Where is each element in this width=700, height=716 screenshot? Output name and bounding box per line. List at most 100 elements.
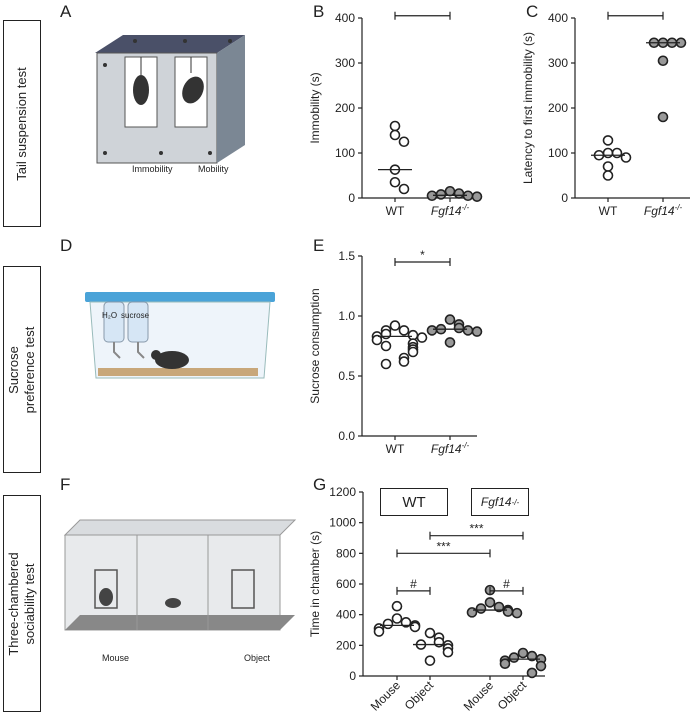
chamber-floor: [65, 615, 295, 630]
chart-g-data-point: [526, 667, 538, 679]
chart-g-significance-label: #: [410, 577, 417, 591]
panel-letter-e: E: [313, 236, 325, 255]
chart-g-data-point: [466, 607, 478, 618]
chart-g-data-point: [433, 636, 445, 648]
chart-g-category-label: Mouse: [461, 678, 497, 714]
chart-e-data-point: [444, 314, 456, 325]
chart-e-data-point: [471, 326, 483, 337]
object-chamber-caption: Object: [244, 653, 271, 663]
mouse-mobile-icon: [182, 76, 204, 104]
sociability-label-box: Three-chambered sociability test: [3, 495, 41, 712]
chart-b-y-tick-label: 400: [335, 11, 355, 25]
chart-e-y-axis-label: Sucrose consumption: [308, 288, 322, 403]
chamber-top: [63, 519, 297, 536]
chart-e-category-label: Fgf14-/-: [431, 441, 470, 456]
mouse-immobile-icon: [133, 75, 149, 105]
chart-e-data-point: [380, 328, 392, 340]
chart-c-y-tick-label: 400: [548, 11, 568, 25]
ko-legend-sup: -/-: [511, 497, 520, 507]
immobility-caption: Immobility: [132, 164, 173, 174]
chart-c-y-tick-label: 100: [548, 146, 568, 160]
chart-e-data-point: [371, 334, 383, 346]
chart-b-data-point: [453, 188, 465, 199]
chart-c-data-point: [602, 147, 614, 159]
chart-b-data-point: [398, 136, 410, 148]
chart-e-data-point: [426, 325, 438, 336]
tail-suspension-label-box: Tail suspension test: [3, 20, 41, 227]
chart-g-category-label: Mouse: [368, 678, 404, 714]
chart-g-data-point: [484, 597, 496, 608]
chart-g-data-point: [424, 627, 436, 639]
chart-c-data-point: [657, 55, 669, 67]
chart-c-data-point: [602, 170, 614, 181]
chart-e-data-point: [389, 320, 401, 331]
chart-g-significance-label: ***: [436, 539, 450, 553]
chart-e-data-point: [398, 356, 410, 367]
tail-suspension-label: Tail suspension test: [14, 66, 29, 181]
sucrose-caption: sucrose: [121, 311, 150, 320]
cage-lid: [85, 292, 275, 302]
chart-e-data-point: [416, 332, 428, 343]
panel-letter-b: B: [313, 2, 325, 21]
chart-g-significance-label: #: [503, 577, 510, 591]
chart-b-data-point: [389, 129, 401, 141]
chart-g-y-tick-label: 800: [336, 546, 356, 560]
chart-c-significance-label: **: [631, 10, 641, 16]
mouse-cage-icon: [94, 569, 118, 609]
panel-letter-a: A: [60, 2, 72, 21]
chamber-front: [64, 534, 281, 631]
chart-g-y-tick-label: 0: [349, 669, 356, 683]
sucrose-preference-label: Sucrose preference test: [6, 326, 38, 413]
chart-e-category-label: WT: [386, 442, 405, 456]
chart-b-data-point: [444, 185, 456, 197]
bedding: [98, 368, 258, 376]
chart-c-y-tick-label: 0: [561, 191, 568, 205]
chart-g-data-point: [499, 658, 511, 670]
panel-letter-d: D: [60, 236, 73, 255]
chart-g-y-tick-label: 200: [336, 638, 356, 652]
sucrose-preference-label-box: Sucrose preference test: [3, 266, 41, 473]
chart-e-y-tick-label: 1.5: [338, 249, 355, 263]
chart-e-significance-label: *: [420, 248, 425, 262]
chart-e-y-tick-label: 1.0: [338, 309, 355, 323]
chart-b-y-tick-label: 200: [335, 101, 355, 115]
chart-e-data-point: [462, 325, 474, 336]
wt-legend-label: WT: [402, 493, 426, 511]
chart-c-data-point: [602, 135, 614, 146]
chart-g-y-tick-label: 1200: [329, 485, 356, 499]
box-top: [95, 35, 245, 53]
water-bottle-icon: [103, 301, 125, 343]
sociability-label-line1: Three-chambered: [6, 551, 21, 656]
chart-e-category-sup: -/-: [462, 441, 470, 450]
chart-e-y-tick-label: 0.0: [338, 429, 355, 443]
chart-g-category-label: Object: [495, 678, 530, 713]
chart-g-y-tick-label: 1000: [329, 516, 356, 530]
chart-g-data-point: [409, 621, 421, 633]
h2o-caption: H₂O: [102, 311, 118, 320]
sucrose-label-line2: preference test: [22, 326, 37, 413]
panel-letter-g: G: [313, 475, 327, 494]
wt-legend-box: WT: [380, 488, 448, 516]
tail-suspension-illustration: [95, 35, 245, 164]
chart-g-data-point: [400, 617, 412, 628]
chart-g-data-point: [382, 618, 394, 630]
box-side: [217, 35, 245, 163]
mouse-icon: [155, 351, 189, 369]
sociability-label: Three-chambered sociability test: [6, 552, 38, 655]
chart-g-data-point: [511, 607, 523, 619]
chart-g-y-tick-label: 400: [336, 608, 356, 622]
chart-b-data-point: [389, 120, 401, 132]
chart-c-category-label: WT: [599, 204, 618, 218]
chart-e-data-point: [380, 340, 392, 352]
chart-c-category-label: Fgf14-/-: [644, 203, 683, 218]
chart-g-significance-label: ***: [469, 522, 483, 536]
chart-g-data-point: [391, 600, 403, 612]
chart-b-y-tick-label: 300: [335, 56, 355, 70]
panel-letter-c: C: [526, 2, 539, 21]
chart-c-y-tick-label: 200: [548, 101, 568, 115]
chart-g-y-axis-label: Time in chamber (s): [308, 531, 322, 637]
